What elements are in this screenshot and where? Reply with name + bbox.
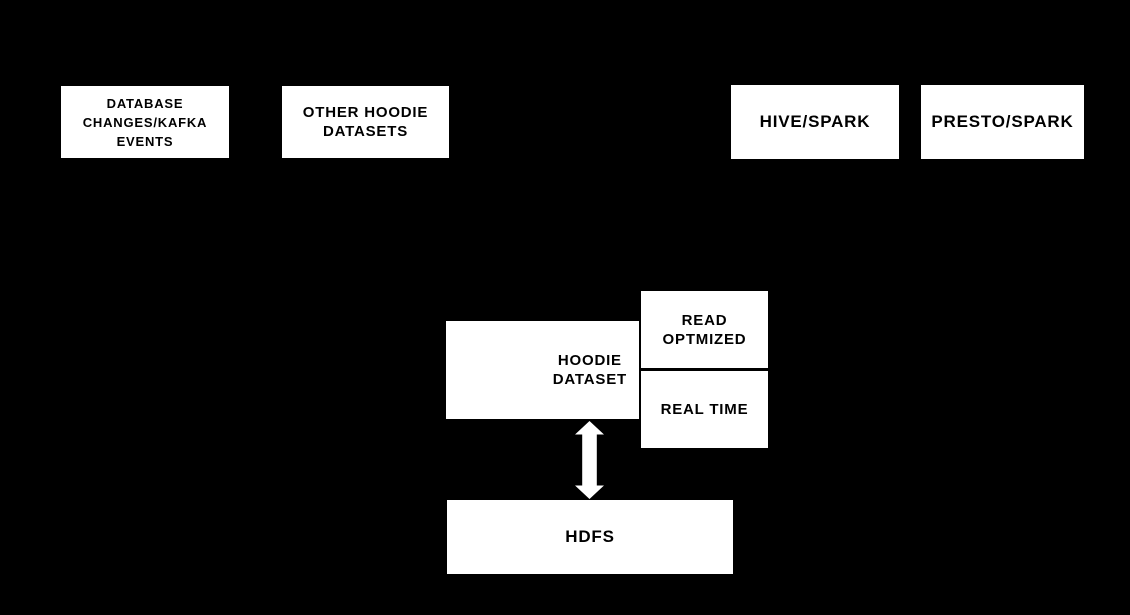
node-hive-spark: HIVE/SPARK [731,85,899,159]
node-other-hoodie-datasets: OTHER HOODIE DATASETS [282,86,449,158]
node-hoodie-dataset-label: HOODIE DATASET [552,352,627,388]
node-presto-spark: PRESTO/SPARK [921,85,1084,159]
node-read-optimized-view: READ OPTMIZED [641,291,768,368]
node-hdfs-label: HDFS [565,527,615,546]
node-database-changes-kafka-events: DATABASE CHANGES/KAFKA EVENTS [61,86,229,158]
node-read-optimized-label: READ OPTMIZED [662,311,747,348]
double-arrow-icon [575,421,604,499]
node-hdfs: HDFS [447,500,733,574]
node-presto-spark-label: PRESTO/SPARK [931,112,1074,131]
node-hive-spark-label: HIVE/SPARK [759,112,871,131]
node-real-time-label: REAL TIME [660,401,749,418]
node-hoodie-dataset: HOODIE DATASET [446,321,639,419]
node-real-time-view: REAL TIME [641,371,768,448]
node-database-changes-label: DATABASE CHANGES/KAFKA EVENTS [82,95,208,149]
node-other-hoodie-datasets-label: OTHER HOODIE DATASETS [302,104,429,140]
